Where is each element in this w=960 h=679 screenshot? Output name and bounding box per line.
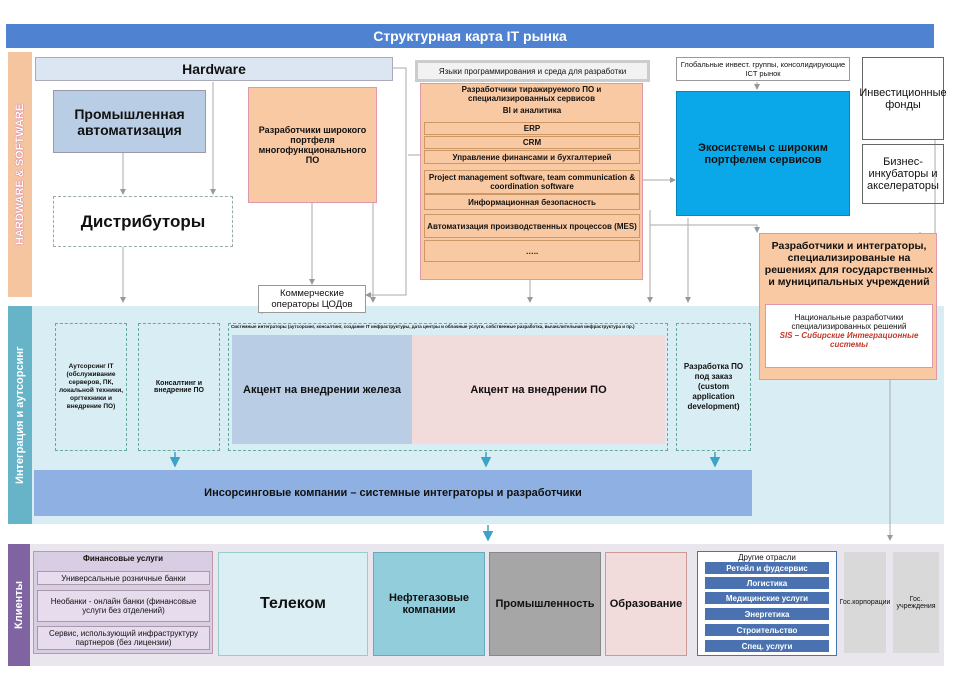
ecosystems-box: Экосистемы с широким портфелем сервисов — [676, 91, 850, 216]
insourcing-box: Инсорсинговые компании – системные интег… — [34, 470, 752, 516]
replicable-item: Управление финансами и бухгалтерией — [424, 150, 640, 164]
oilgas-box: Нефтегазовые компании — [373, 552, 485, 656]
industry-box: Промышленность — [489, 552, 601, 656]
fin-item: Необанки - онлайн банки (финансовые услу… — [37, 590, 210, 622]
replicable-item: ERP — [424, 122, 640, 135]
accent-sw-box: Акцент на внедрении ПО — [412, 335, 665, 444]
sys-integrators-note: Системные интеграторы (аутсорсинг, конса… — [231, 324, 635, 329]
sis-text: SIS – Сибирские Интеграционные системы — [779, 331, 919, 349]
other-item: Энергетика — [705, 608, 829, 620]
other-item: Строительство — [705, 624, 829, 636]
other-item: Медицинские услуги — [705, 592, 829, 604]
commercial-ops-box: Коммерческие операторы ЦОДов — [258, 285, 366, 313]
sys-integrators-group — [228, 323, 668, 451]
replicable-item: CRM — [424, 136, 640, 149]
wide-dev-box: Разработчики широкого портфеля многофунк… — [248, 87, 377, 203]
national-devs-box: Национальные разработчики специализирова… — [765, 304, 933, 368]
fin-item: Сервис, использующий инфраструктуру парт… — [37, 626, 210, 650]
consulting-box: Консалтинг и внедрение ПО — [138, 323, 220, 451]
biz-incub-box: Бизнес-инкубаторы и акселераторы — [862, 144, 944, 204]
national-devs-text: Национальные разработчики специализирова… — [791, 313, 907, 331]
page-title: Структурная карта IT рынка — [6, 24, 934, 48]
inv-funds-box: Инвестиционные фонды — [859, 57, 947, 140]
replicable-item: Автоматизация производственных процессов… — [424, 214, 640, 238]
gov-devs-title: Разработчики и интеграторы, специализиро… — [764, 240, 934, 288]
hardware-box: Hardware — [35, 57, 393, 81]
langs-box: Языки программирования и среда для разра… — [415, 60, 650, 82]
other-item: Ретейл и фудсервис — [705, 562, 829, 574]
replicable-item: BI и аналитика — [502, 106, 562, 115]
replicable-item: ….. — [424, 240, 640, 262]
replicable-item: Project management software, team commun… — [424, 170, 640, 194]
other-item: Спец. услуги — [705, 640, 829, 652]
custom-dev-box: Разработка ПО под заказ (custom applicat… — [676, 323, 751, 451]
other-industries-title: Другие отрасли — [738, 552, 796, 562]
global-inv-box: Глобальные инвест. группы, консолидирующ… — [676, 57, 850, 81]
outsourcing-box: Аутсорсинг IT (обслуживание серверов, ПК… — [55, 323, 127, 451]
gov-corp-box: Гос.корпорации — [840, 552, 890, 653]
accent-hw-box: Акцент на внедрении железа — [232, 335, 412, 444]
other-item: Логистика — [705, 577, 829, 589]
distributors-box: Дистрибуторы — [53, 196, 233, 247]
education-box: Образование — [605, 552, 687, 656]
prom-auto-box: Промышленная автоматизация — [53, 90, 206, 153]
replicable-panel — [420, 83, 643, 280]
replicable-item: Информационная безопасность — [424, 194, 640, 210]
telecom-box: Телеком — [218, 552, 368, 656]
fin-item: Универсальные розничные банки — [37, 571, 210, 585]
fin-services-title: Финансовые услуги — [83, 553, 163, 563]
replicable-title: Разработчики тиражируемого ПО и специали… — [461, 85, 602, 103]
gov-inst-box: Гос. учреждения — [893, 552, 939, 653]
